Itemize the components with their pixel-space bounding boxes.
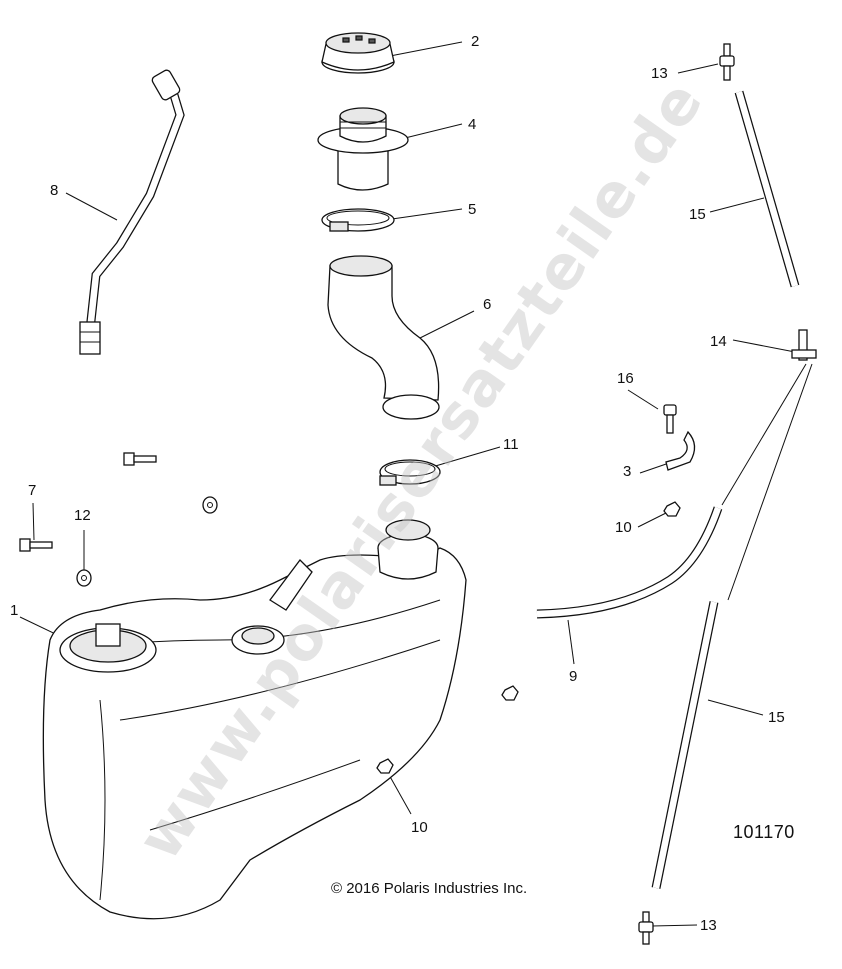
vent-hose-upper xyxy=(734,90,800,288)
diagram-number: 101170 xyxy=(733,822,795,842)
callout-15-lower: 15 xyxy=(768,709,785,726)
callout-7: 7 xyxy=(28,482,37,499)
hose-clip xyxy=(665,430,696,471)
hose-clamp-upper xyxy=(321,208,395,232)
filler-hose xyxy=(327,255,440,420)
callout-13-bottom: 13 xyxy=(700,917,717,934)
check-valve-bottom xyxy=(638,911,654,945)
callout-16: 16 xyxy=(617,370,634,387)
nut-tank-bottom xyxy=(376,758,394,774)
vent-hose-lower xyxy=(651,363,813,889)
callout-9: 9 xyxy=(569,668,578,685)
callout-11: 11 xyxy=(503,436,519,453)
fuel-tank xyxy=(42,519,467,920)
callout-6: 6 xyxy=(483,296,492,313)
callout-8: 8 xyxy=(50,182,59,199)
callout-10-tank: 10 xyxy=(411,819,428,836)
callout-12: 12 xyxy=(74,507,91,524)
vent-tube xyxy=(79,69,185,355)
fuel-cap xyxy=(321,32,395,74)
drain-hose xyxy=(536,506,723,619)
callout-13-top: 13 xyxy=(651,65,668,82)
check-valve-top xyxy=(719,43,735,81)
washer-upper xyxy=(202,496,218,514)
copyright-notice: © 2016 Polaris Industries Inc. xyxy=(331,880,528,897)
tee-fitting xyxy=(791,329,817,361)
callout-4: 4 xyxy=(468,116,477,133)
clip-bolt xyxy=(663,404,677,434)
callout-5: 5 xyxy=(468,201,477,218)
bolt-upper xyxy=(123,452,157,466)
hose-clamp-lower xyxy=(379,459,441,486)
filler-neck xyxy=(317,107,409,191)
callout-3: 3 xyxy=(623,463,632,480)
callout-15-upper: 15 xyxy=(689,206,706,223)
callout-1: 1 xyxy=(10,602,19,619)
nut-tank-side xyxy=(501,685,519,701)
washer-left xyxy=(76,569,92,587)
callout-14: 14 xyxy=(710,333,727,350)
callout-10-clip: 10 xyxy=(615,519,632,536)
callout-2: 2 xyxy=(471,33,480,50)
nut-clip xyxy=(663,501,681,517)
leader-lines xyxy=(19,41,796,927)
bolt-left xyxy=(19,538,53,552)
